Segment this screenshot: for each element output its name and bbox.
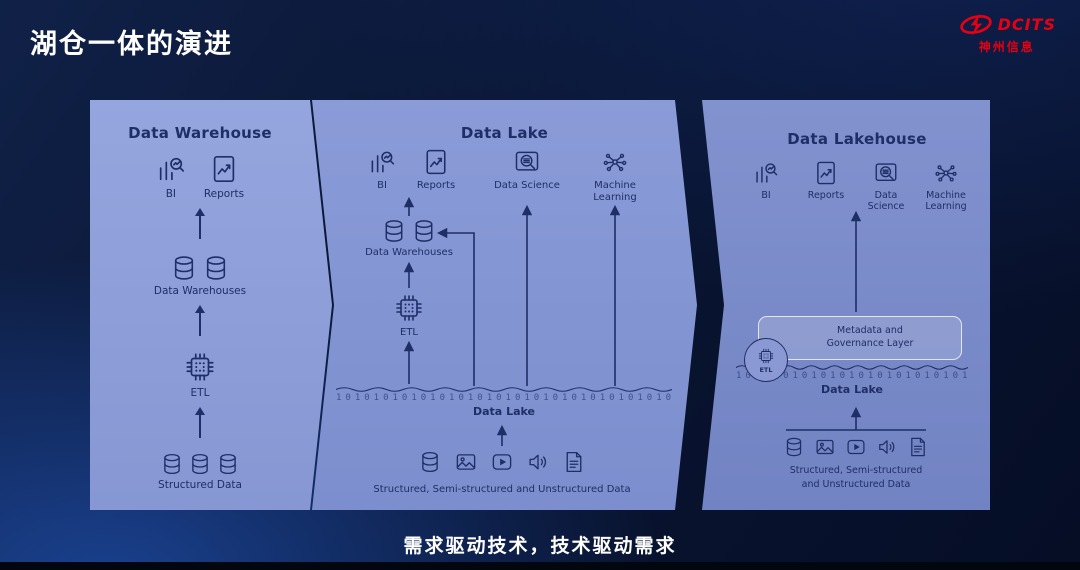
data-science-item: Data Science <box>492 148 562 192</box>
etl-stage: ETL <box>384 292 434 339</box>
data-science-label: Data Science <box>867 190 905 213</box>
data-lake-label: Data Lake <box>821 383 883 396</box>
panel-data-warehouse: Data Warehouse BI Reports Data Warehouse… <box>90 100 332 510</box>
audio-icon <box>876 436 898 458</box>
data-science-icon <box>873 160 899 186</box>
machine-learning-item: Machine Learning <box>917 160 975 213</box>
machine-learning-label: Machine Learning <box>593 180 637 203</box>
machine-learning-item: Machine Learning <box>578 148 652 204</box>
database-icon <box>170 254 198 282</box>
panel-title: Data Lakehouse <box>787 130 927 148</box>
bottom-strip <box>0 562 1080 570</box>
data-lake-band: 1010101010101010101010101010101010101010… <box>336 386 672 418</box>
panel-title: Data Warehouse <box>128 124 272 142</box>
etl-label: ETL <box>190 387 210 400</box>
bi-label: BI <box>761 190 771 201</box>
data-science-label: Data Science <box>494 180 560 191</box>
logo-company-name: 神州信息 <box>978 40 1035 54</box>
reports-item: Reports <box>204 154 244 201</box>
reports-icon <box>422 148 450 176</box>
consumer-icons-row: BI Reports <box>156 154 244 201</box>
etl-stage: ETL <box>183 350 217 400</box>
database-icon <box>188 452 212 476</box>
etl-label: ETL <box>759 365 773 374</box>
bi-icon <box>368 148 396 176</box>
slide-footer-text: 需求驱动技术，技术驱动需求 <box>403 535 677 557</box>
page-title: 湖仓一体的演进 <box>30 29 233 60</box>
video-icon <box>490 450 514 474</box>
arrow-up-icon <box>199 312 201 336</box>
source-label-line1: Structured, Semi-structured <box>789 465 923 476</box>
source-label: Structured, Semi-structured and Unstruct… <box>373 484 631 495</box>
logo-brand-text: DCITS <box>997 15 1056 34</box>
data-science-icon <box>513 148 541 176</box>
database-icon <box>202 254 230 282</box>
source-label: Structured Data <box>158 479 242 492</box>
arrow-up-icon <box>199 215 201 239</box>
warehouses-stage: Data Warehouses <box>364 218 454 259</box>
bi-icon <box>753 160 779 186</box>
warehouses-stage: Data Warehouses <box>154 254 246 298</box>
document-icon <box>907 436 929 458</box>
database-icon <box>418 450 442 474</box>
arrow-up-icon <box>199 414 201 438</box>
etl-badge: ETL <box>744 338 788 382</box>
panel-data-lakehouse: Data Lakehouse BI Reports Data Science M… <box>702 100 990 510</box>
source-label-line2: and Unstructured Data <box>801 479 911 491</box>
consumer-icons-row: BI Reports Data Science Machine Learning <box>728 160 984 213</box>
bi-item: BI <box>360 148 404 192</box>
bi-label: BI <box>165 188 177 201</box>
binary-pattern: 1010101010101010101010101010101010101010… <box>736 371 968 381</box>
metadata-governance-layer: Metadata and Governance Layer <box>758 316 962 360</box>
bi-item: BI <box>156 154 186 201</box>
database-icon <box>783 436 805 458</box>
evolution-diagram: Data Warehouse BI Reports Data Warehouse… <box>90 100 990 510</box>
video-icon <box>845 436 867 458</box>
database-icon <box>411 218 437 244</box>
document-icon <box>562 450 586 474</box>
warehouses-label: Data Warehouses <box>153 284 247 297</box>
machine-learning-label: Machine Learning <box>925 190 967 213</box>
database-icon <box>216 452 240 476</box>
machine-learning-icon <box>933 160 959 186</box>
data-science-item: Data Science <box>857 160 915 213</box>
etl-label: ETL <box>400 327 418 338</box>
etl-chip-icon <box>757 347 775 365</box>
metadata-label-line1: Metadata and <box>837 325 903 337</box>
database-icon <box>381 218 407 244</box>
metadata-label-line2: Governance Layer <box>826 338 914 349</box>
dcits-logo: DCITS 神州信息 <box>958 12 1056 55</box>
source-icons-row <box>728 436 984 458</box>
reports-item: Reports <box>797 160 855 213</box>
reports-icon <box>209 154 239 184</box>
data-lake-band: 1010101010101010101010101010101010101010… <box>736 364 968 396</box>
bi-label: BI <box>377 180 387 191</box>
reports-icon <box>813 160 839 186</box>
etl-chip-icon <box>183 350 217 384</box>
audio-icon <box>526 450 550 474</box>
source-stage: Structured Data <box>158 452 242 492</box>
warehouses-label: Data Warehouses <box>365 247 453 258</box>
panel-title: Data Lake <box>460 124 549 142</box>
machine-learning-icon <box>601 148 629 176</box>
bi-item: BI <box>737 160 795 213</box>
etl-chip-icon <box>393 292 425 324</box>
reports-item: Reports <box>408 148 464 192</box>
reports-label: Reports <box>807 190 845 201</box>
source-label: Structured, Semi-structured and Unstruct… <box>728 464 984 493</box>
source-icons-row <box>312 450 692 474</box>
panel-data-lake: Data Lake BI Reports Data Science Machin… <box>312 100 697 510</box>
wave-line <box>336 386 672 393</box>
dcits-logo-icon <box>959 13 992 36</box>
bi-icon <box>156 154 186 184</box>
reports-label: Reports <box>416 180 456 191</box>
binary-pattern: 1010101010101010101010101010101010101010… <box>336 393 666 403</box>
database-icon <box>160 452 184 476</box>
image-icon <box>454 450 478 474</box>
data-lake-label: Data Lake <box>473 405 535 418</box>
reports-label: Reports <box>203 188 245 201</box>
image-icon <box>814 436 836 458</box>
